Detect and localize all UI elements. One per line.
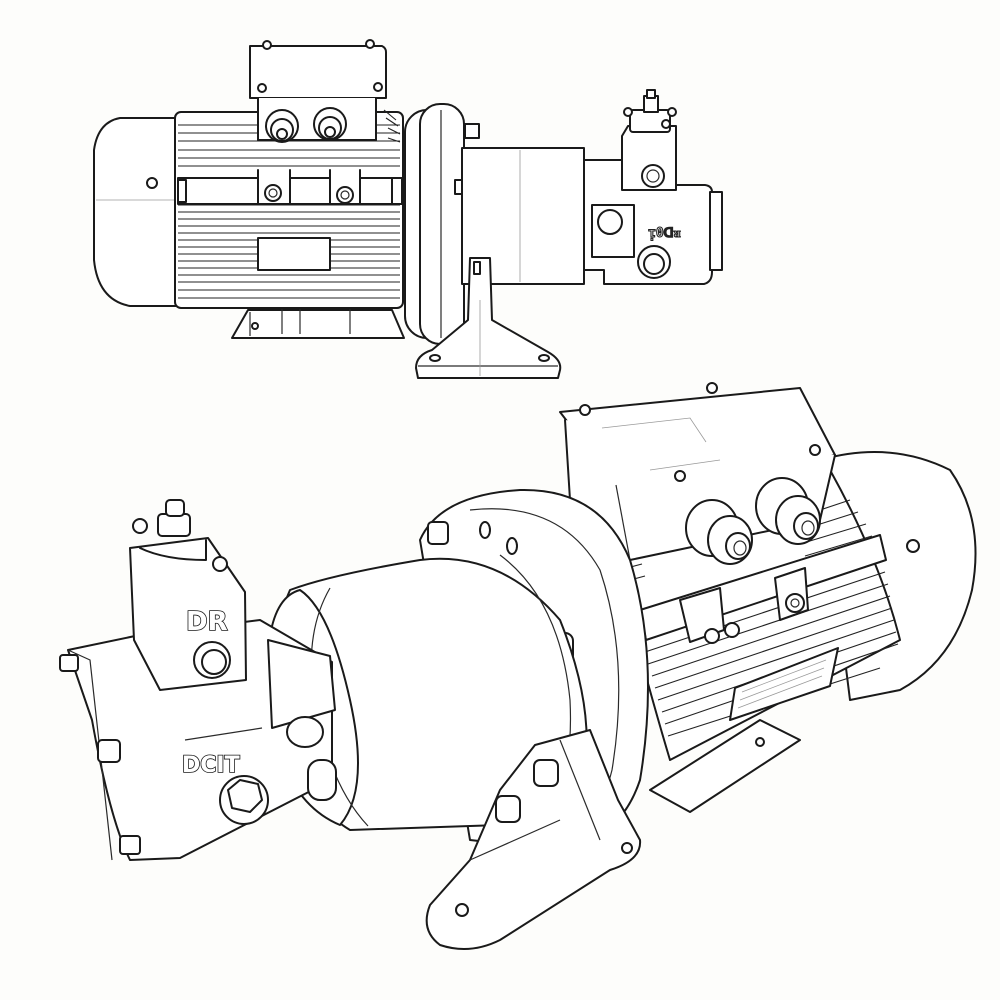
upper-foot-bracket <box>415 257 562 379</box>
lower-regulator-valve: DR <box>129 499 247 691</box>
lower-motor-pump-assembly: DCIT DR <box>59 382 977 950</box>
lower-cable-glands <box>685 477 821 565</box>
upper-motor-pump-assembly: ᴉ0ᗡᴚ <box>93 39 723 379</box>
lower-nameplate <box>729 647 839 721</box>
lower-motor-foot <box>649 719 801 813</box>
upper-cable-glands <box>265 107 401 143</box>
upper-pump-label: ᴉ0ᗡᴚ <box>648 226 681 241</box>
upper-finned-motor-body <box>174 111 404 309</box>
lower-foot-bracket <box>425 729 642 950</box>
upper-fan-cover <box>93 117 181 307</box>
lower-pump-label: DCIT <box>182 753 240 778</box>
lower-vane-pump: DCIT <box>59 619 337 861</box>
lower-valve-label: DR <box>186 607 228 637</box>
upper-vane-pump: ᴉ0ᗡᴚ <box>583 159 723 285</box>
upper-regulator-valve <box>621 89 677 191</box>
